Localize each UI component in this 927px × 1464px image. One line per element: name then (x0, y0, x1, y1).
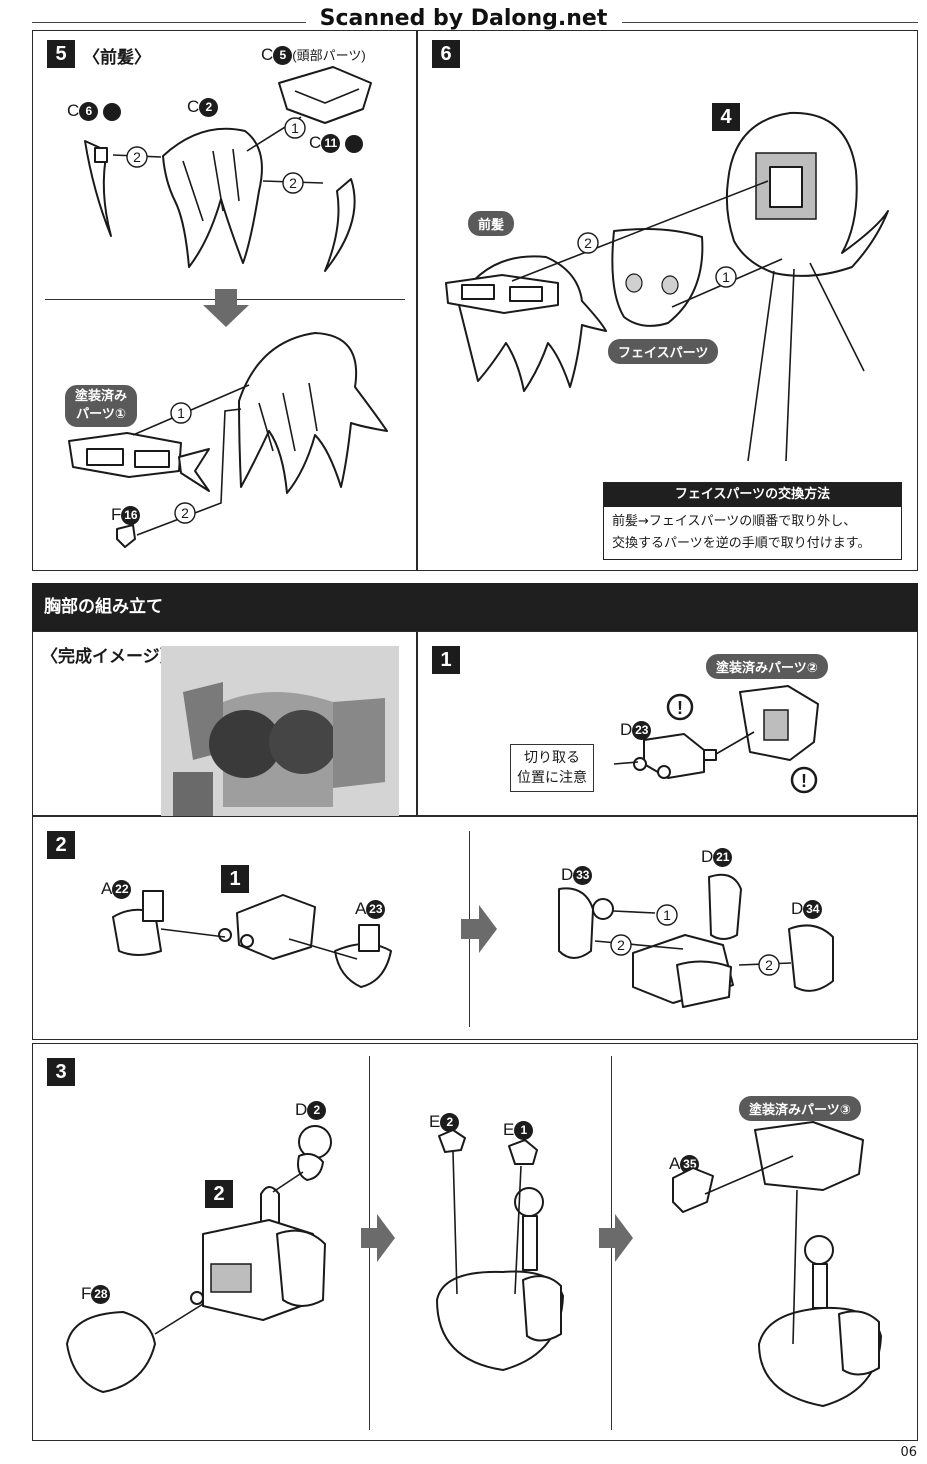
step-number: 5 (47, 40, 75, 68)
step-number: 1 (432, 646, 460, 674)
caution-icon: ! (666, 693, 694, 721)
cut-position-caution: 切り取る位置に注意 (510, 744, 594, 792)
caution-icon: ! (790, 766, 818, 794)
chest-step3-diagram (66, 1121, 882, 1407)
seq-2: 2 (584, 235, 592, 251)
front-hair-label: 前髪 (468, 211, 515, 236)
chest-step1-diagram: ! ! (613, 685, 819, 794)
sub-step-number: 2 (205, 1180, 233, 1208)
sub-step-number: 1 (221, 865, 249, 893)
face-swap-note: フェイスパーツの交換方法 前髪→フェイスパーツの順番で取り外し、 交換するパーツ… (603, 482, 902, 560)
nipper-icon (103, 102, 122, 121)
seq-2: 2 (765, 957, 773, 973)
step-title: 〈前髪〉 (83, 48, 151, 68)
seq-1: 1 (291, 120, 299, 136)
completed-chest-render (161, 646, 399, 816)
step6-panel: 6 4 前髪 フェイスパーツ 2 1 (417, 30, 918, 571)
svg-text:!: ! (801, 771, 807, 791)
next-arrow-icon (461, 905, 497, 953)
painted-part-3-label: 塗装済みパーツ③ (739, 1096, 861, 1121)
step5-top-diagram: 1 2 2 (84, 66, 372, 272)
seq-1: 1 (177, 405, 185, 421)
next-arrow-icon (361, 1214, 395, 1262)
watermark-rule-right (622, 22, 918, 23)
step6-diagram: 2 1 (445, 111, 889, 462)
page-number: 06 (900, 1445, 917, 1460)
seq-2: 2 (133, 149, 141, 165)
seq-2: 2 (617, 937, 625, 953)
step-number: 6 (432, 40, 460, 68)
down-arrow-icon (203, 289, 249, 327)
painted-part-2-label: 塗装済みパーツ② (706, 654, 828, 679)
painted-part-1-label: 塗装済みパーツ① (65, 385, 138, 427)
step-number: 2 (47, 831, 75, 859)
seq-1: 1 (663, 907, 671, 923)
chest-step2-diagram: 1 2 2 (112, 873, 834, 1008)
complete-image-title: 〈完成イメージ〉 (41, 647, 177, 667)
watermark-rule-left (32, 22, 306, 23)
section-banner: 胸部の組み立て (32, 583, 918, 631)
next-arrow-icon (599, 1214, 633, 1262)
step-number: 3 (47, 1058, 75, 1086)
svg-text:!: ! (677, 698, 683, 718)
watermark: Scanned by Dalong.net (319, 6, 608, 31)
sub-step-number: 4 (712, 103, 740, 131)
note-title: フェイスパーツの交換方法 (604, 483, 901, 507)
seq-1: 1 (722, 269, 730, 285)
step5-bottom-diagram: 1 2 (68, 332, 388, 548)
note-line: 前髪→フェイスパーツの順番で取り外し、 (612, 514, 857, 529)
complete-image-panel: 〈完成イメージ〉 (32, 631, 417, 816)
seq-2: 2 (289, 175, 297, 191)
face-part-label: フェイスパーツ (608, 339, 719, 364)
seq-2: 2 (181, 505, 189, 521)
nipper-icon (345, 134, 364, 153)
note-line: 交換するパーツを逆の手順で取り付けます。 (612, 536, 871, 551)
